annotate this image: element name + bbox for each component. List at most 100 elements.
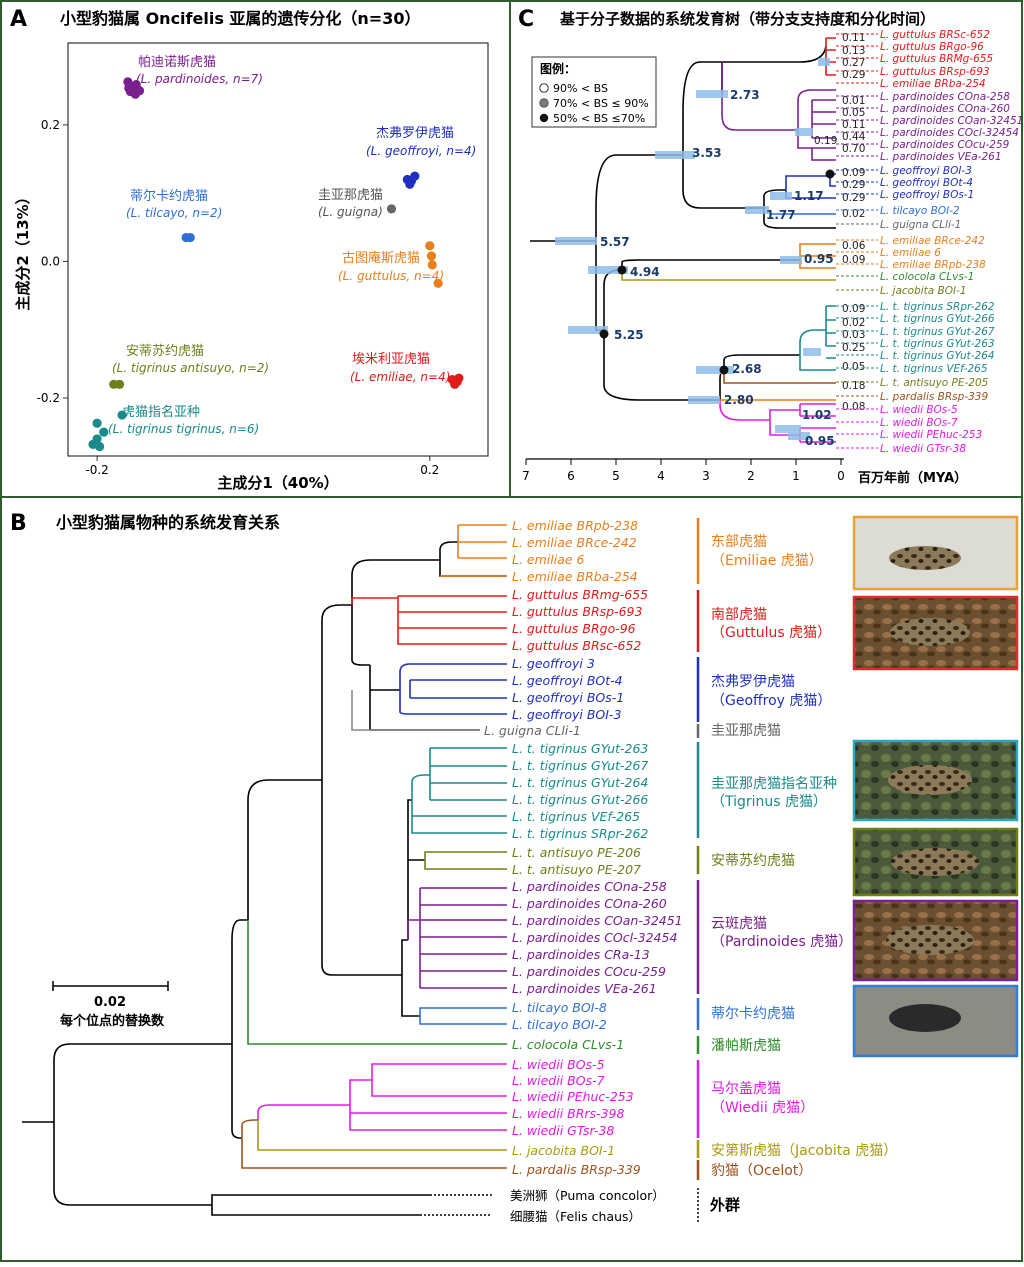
clade-label-6: 云斑虎猫 [711, 916, 767, 932]
tip-val-21: 0.05 [842, 361, 865, 373]
panel-c-letter: C [518, 7, 534, 32]
phylo-tip-17: L. t. tigrinus VEf-265 [512, 809, 640, 824]
timetree-tip-32: L. wiedii GTsr-38 [880, 443, 966, 455]
timetree-age-bars [555, 58, 830, 440]
time-axis-label: 百万年前（MYA） [858, 470, 967, 486]
phylo-tip-7: L. guttulus BRsc-652 [512, 638, 641, 653]
phylo-clade-pardinoides [407, 887, 507, 989]
timetree-tip-0: L. guttulus BRSc-652 [880, 29, 990, 41]
pca-label-antisuyo-latin: (L. tigrinus antisuyo, n=2) [112, 361, 269, 375]
timetree-tip-23: L. t. tigrinus GYut-267 [880, 326, 995, 338]
phylo-tip-21: L. pardinoides COna-258 [512, 879, 667, 894]
bs-legend: 图例： 90% < BS 70% < BS ≤ 90% 50% < BS ≤70… [531, 56, 657, 128]
phylo-tip-24: L. pardinoides COcl-32454 [512, 930, 677, 945]
phylo-tip-28: L. tilcayo BOI-8 [512, 1000, 607, 1015]
tip-val-14: 0.02 [842, 208, 865, 220]
phylo-node-a [351, 559, 440, 666]
bs-legend-grey-circle [539, 98, 549, 108]
tip-val-2: 0.13 [842, 45, 865, 57]
pca-label-guigna-latin: (L. guigna) [318, 205, 383, 219]
phylo-tip-14: L. t. tigrinus GYut-267 [512, 758, 648, 773]
outgroup-label: 外群 [709, 1196, 740, 1214]
phylo-tip-5: L. guttulus BRsp-693 [512, 604, 642, 619]
bs-legend-black-circle [539, 113, 549, 123]
timetree-branch-268 [719, 354, 800, 400]
bs-legend-title: 图例： [540, 61, 576, 76]
phylo-tip-8: L. geoffroyi 3 [512, 656, 595, 671]
timetree-tip-18: L. emiliae BRpb-238 [880, 259, 986, 271]
time-tick-label-3: 4 [657, 469, 665, 483]
pca-point-3-0 [386, 204, 397, 214]
phylo-tip-0: L. emiliae BRpb-238 [512, 518, 638, 533]
phylo-tip-37: L. pardalis BRsp-339 [512, 1162, 641, 1177]
timetree-clade-tigrinus [825, 305, 836, 359]
pca-xtick-label-1: 0.2 [420, 463, 439, 477]
bs-node-525 [599, 329, 609, 339]
pca-point-7-4 [92, 418, 102, 428]
phylo-clade-tilcayo [419, 1007, 507, 1025]
phylo-tip-18: L. t. tigrinus SRpr-262 [512, 826, 648, 841]
pca-label-pardinoides-cn: 帕迪诺斯虎猫 [138, 55, 216, 70]
phylo-tip-25: L. pardinoides CRa-13 [512, 947, 650, 962]
clade-label-11: 豹猫（Ocelot） [711, 1163, 812, 1179]
phylo-tip-33: L. wiedii PEhuc-253 [512, 1089, 634, 1104]
clade-label-4: 圭亚那虎猫指名亚种 [711, 776, 837, 792]
phylo-clade-emiliae [457, 524, 507, 559]
age-bar-494 [588, 266, 628, 274]
pca-ytick-label-0: 0.2 [41, 118, 60, 132]
phylo-clade-guttulus [351, 595, 507, 645]
pca-x-label: 主成分1（40%） [217, 474, 338, 492]
age-bar-273 [696, 90, 728, 98]
pca-point-1-3 [410, 171, 420, 181]
panel-b: B 小型豹猫属物种的系统发育关系 [10, 511, 1019, 1224]
timetree-tip-30: L. wiedii BOs-7 [880, 417, 958, 429]
timetree-branch-pardinoides-stem [721, 62, 798, 131]
time-tick-label-2: 5 [612, 469, 620, 483]
node-age-177: 1.77 [766, 208, 796, 222]
clade-label-1: 南部虎猫 [711, 607, 767, 623]
time-tick-label-5: 2 [747, 469, 755, 483]
photo-tilcayo [852, 984, 1019, 1058]
timetree-tip-27: L. t. antisuyo PE-205 [880, 377, 989, 389]
phylo-tip-16: L. t. tigrinus GYut-266 [512, 792, 648, 807]
phylo-southern-stem [321, 780, 402, 976]
pca-point-0-6 [124, 83, 134, 93]
age-bar-tigrinus [803, 348, 821, 356]
timetree-tip-25: L. t. tigrinus GYut-264 [880, 350, 995, 362]
phylo-outgroup-dots [420, 1194, 492, 1216]
phylo-tip-23: L. pardinoides COan-32451 [512, 913, 683, 928]
tip-val-23: 0.08 [842, 401, 865, 413]
time-tick-label-0: 7 [522, 469, 530, 483]
timetree-node-ages: 5.57 3.53 2.73 1.77 1.17 4.94 5.25 2.68 … [600, 88, 835, 448]
tip-val-19: 0.03 [842, 329, 865, 341]
outgroup-felis: 细腰猫（Felis chaus） [510, 1209, 641, 1224]
tip-val-4: 0.29 [842, 69, 865, 81]
tip-val-10: 0.19 [814, 135, 837, 147]
phylo-emiliae-node [439, 541, 507, 577]
age-bar-pardinoides [795, 128, 813, 136]
pca-point-4-3 [433, 278, 443, 288]
phylo-wiedii-stem [257, 1104, 350, 1120]
time-tick-label-6: 1 [792, 469, 800, 483]
clade-sublabel-9: （Wiedii 虎猫） [711, 1100, 814, 1116]
pca-label-antisuyo-cn: 安蒂苏约虎猫 [126, 343, 204, 359]
phylo-southern-node [401, 939, 420, 1017]
photo-tilcayo-cat [889, 1004, 961, 1032]
bs-legend-item-2: 70% < BS ≤ 90% [553, 97, 649, 110]
phylogram-branches [22, 524, 507, 1216]
pca-ytick-label-2: -0.2 [37, 391, 60, 405]
pca-y-label: 主成分2（13%） [14, 189, 32, 310]
tip-val-15: 0.06 [842, 240, 866, 252]
phylo-tip-29: L. tilcayo BOI-2 [512, 1017, 607, 1032]
tip-val-12: 0.29 [842, 179, 865, 191]
timetree-tip-20: L. jacobita BOI-1 [880, 285, 967, 297]
node-age-268: 2.68 [732, 362, 762, 376]
timetree-tip-8: L. pardinoides COcl-32454 [880, 127, 1019, 139]
timetree-tip-6: L. pardinoides COna-260 [880, 103, 1010, 115]
timetree-branch-494-stem [603, 269, 622, 330]
tip-val-18: 0.02 [842, 317, 865, 329]
phylo-tip-31: L. wiedii BOs-5 [512, 1057, 605, 1072]
tip-val-16: 0.09 [842, 254, 865, 266]
